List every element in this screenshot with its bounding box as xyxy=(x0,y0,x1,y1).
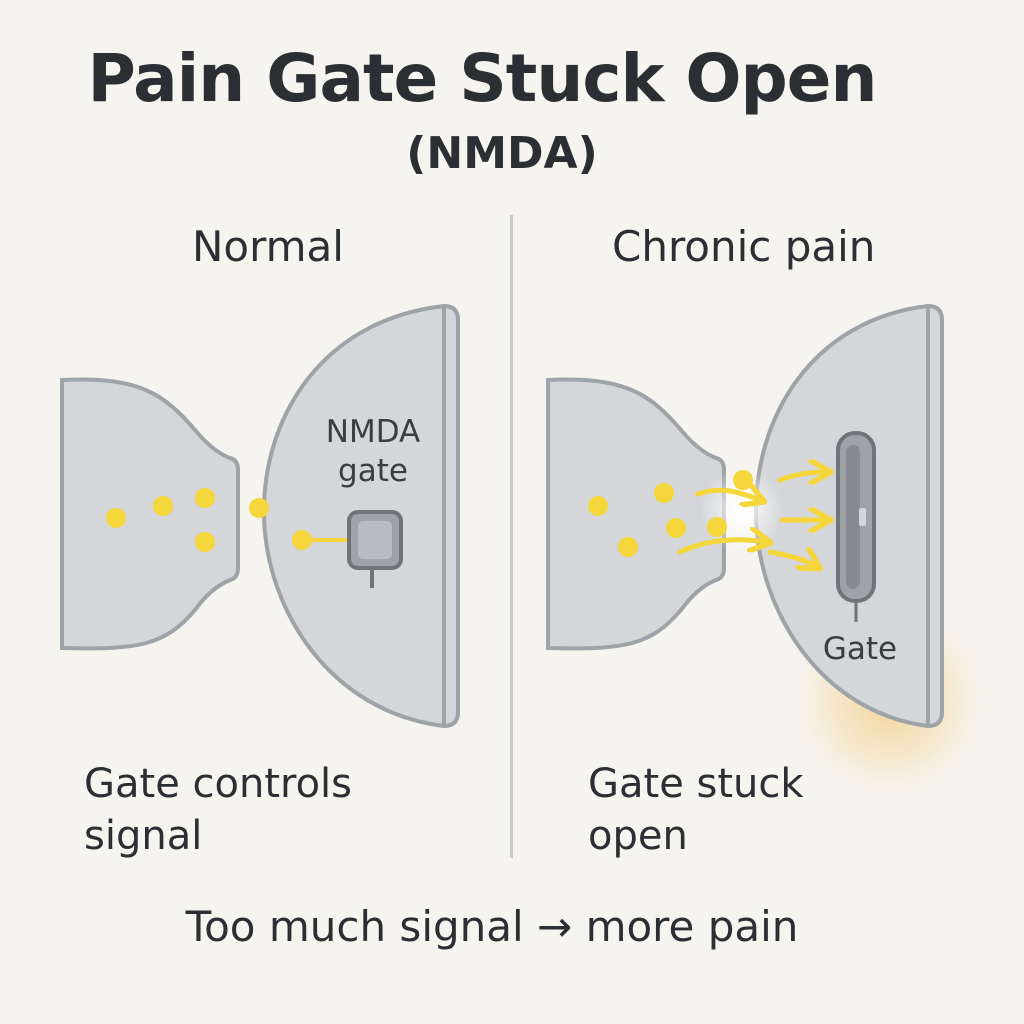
normal-caption: Gate controls signal xyxy=(84,758,352,862)
caption-line: signal xyxy=(84,813,203,859)
neurotransmitter-dot xyxy=(195,532,215,552)
caption-line: Gate stuck xyxy=(588,761,804,807)
neurotransmitter-dot xyxy=(666,518,686,538)
neurotransmitter-dot xyxy=(733,470,753,490)
nmda-gate-label: gate xyxy=(338,453,408,489)
neurotransmitter-dot xyxy=(707,517,727,537)
neurotransmitter-dot xyxy=(618,537,638,557)
presynaptic-terminal-left xyxy=(60,377,240,651)
signal-arrow xyxy=(695,490,760,500)
diagram-title: Pain Gate Stuck Open xyxy=(87,40,878,117)
gate-label: Gate xyxy=(823,631,897,667)
normal-panel: NMDA gate xyxy=(60,303,460,729)
nmda-gate-label: NMDA xyxy=(326,414,420,450)
neurotransmitter-dot xyxy=(588,496,608,516)
normal-heading: Normal xyxy=(192,222,344,271)
summary-footer: Too much signal → more pain xyxy=(185,902,799,951)
diagram-subtitle: (NMDA) xyxy=(406,128,598,179)
neurotransmitter-dot xyxy=(654,483,674,503)
caption-line: open xyxy=(588,813,688,859)
neurotransmitter-dot xyxy=(106,508,126,528)
neurotransmitter-dot xyxy=(195,488,215,508)
chronic-pain-heading: Chronic pain xyxy=(612,222,876,271)
chronic-pain-caption: Gate stuck open xyxy=(588,758,804,862)
signal-arrow xyxy=(677,540,766,555)
presynaptic-terminal-right xyxy=(546,377,726,651)
neurotransmitter-dot xyxy=(249,498,269,518)
panel-divider xyxy=(510,215,513,858)
signal-arrow xyxy=(777,472,826,480)
chronic-pain-panel: Gate xyxy=(546,303,1000,810)
signal-arrow xyxy=(767,552,816,566)
neurotransmitter-dot xyxy=(153,496,173,516)
caption-line: Gate controls xyxy=(84,761,353,807)
